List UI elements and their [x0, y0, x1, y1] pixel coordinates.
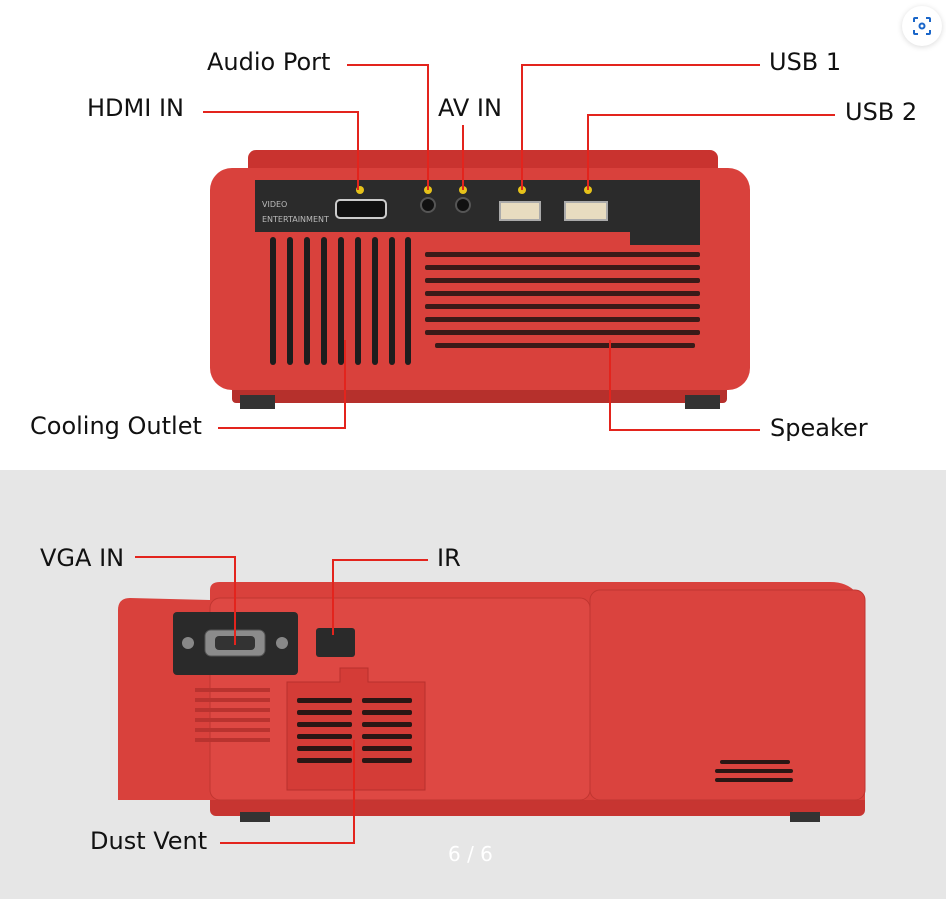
port-panel: [255, 180, 700, 245]
panel-text: ENTERTAINMENT: [262, 215, 329, 224]
speaker-grille: [425, 252, 700, 348]
label-hdmi-in: HDMI IN: [87, 94, 184, 122]
av-jack: [455, 197, 471, 213]
label-cooling-outlet: Cooling Outlet: [30, 412, 202, 440]
image-counter: 6 / 6: [448, 842, 493, 866]
label-speaker: Speaker: [770, 414, 868, 442]
projector-side-view: [118, 582, 866, 822]
usb2-port: [564, 201, 608, 221]
label-av-in: AV IN: [438, 94, 502, 122]
label-vga-in: VGA IN: [40, 544, 124, 572]
label-usb2: USB 2: [845, 98, 917, 126]
visual-search-button[interactable]: [902, 6, 942, 46]
label-dust-vent: Dust Vent: [90, 827, 207, 855]
audio-jack: [420, 197, 436, 213]
visual-search-icon: [913, 17, 931, 35]
hdmi-port: [335, 199, 387, 219]
label-ir: IR: [437, 544, 461, 572]
dust-vent-slots: [297, 698, 412, 763]
ir-sensor: [316, 628, 355, 657]
projector-back-view: VIDEO ENTERTAINMENT: [210, 150, 750, 409]
callout-lines: [135, 64, 835, 844]
dust-vent-door: [286, 667, 426, 791]
usb1-port: [499, 201, 541, 221]
cooling-vent-slots: [270, 237, 411, 365]
panel-text: VIDEO: [262, 200, 287, 209]
label-usb1: USB 1: [769, 48, 841, 76]
label-audio-port: Audio Port: [207, 48, 330, 76]
